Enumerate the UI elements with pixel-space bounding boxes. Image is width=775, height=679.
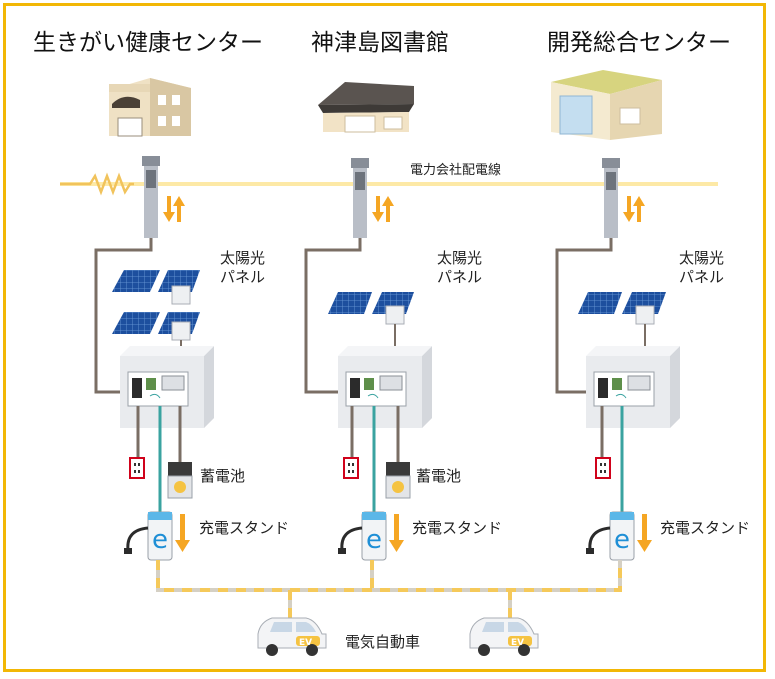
- solar-label-1-line2: パネル: [220, 268, 266, 286]
- pole-cables: [94, 238, 613, 394]
- solar-label-3-line1: 太陽光: [679, 249, 725, 267]
- battery-1-icon: [167, 462, 193, 499]
- control-box-3: [586, 346, 680, 428]
- ev-network-line: [156, 560, 622, 634]
- outlet-2: [343, 457, 359, 479]
- charger-label-2: 充電スタンド: [412, 519, 503, 537]
- ev-car-1-icon: [257, 617, 327, 656]
- library-building-icon: [318, 82, 414, 133]
- utility-pole-1: [142, 156, 160, 238]
- solar-panels-1: [112, 270, 200, 341]
- charger-2-icon: [338, 511, 387, 561]
- outlet-3: [595, 457, 611, 479]
- charger-label-3: 充電スタンド: [660, 519, 751, 537]
- charger-1-icon: [124, 511, 173, 561]
- ev-badge-2: EV: [511, 638, 524, 648]
- charger-2-letter: e: [366, 525, 382, 555]
- distribution-line: [60, 172, 718, 196]
- solar-label-1-line1: 太陽光: [220, 249, 266, 267]
- battery-2-icon: [385, 462, 411, 499]
- charger-arrows: [175, 514, 652, 552]
- outlet-1: [129, 457, 145, 479]
- health-center-building-icon: [109, 78, 191, 137]
- solar-label-3-line2: パネル: [679, 268, 725, 286]
- charger-1-letter: e: [152, 525, 168, 555]
- ev-label: 電気自動車: [345, 633, 421, 651]
- building-title-development-center: 開発総合センター: [547, 30, 731, 56]
- battery-label-2: 蓄電池: [416, 467, 462, 485]
- ev-badge-1: EV: [299, 638, 312, 648]
- solar-panels-3: [578, 292, 666, 325]
- charger-3-letter: e: [614, 525, 630, 555]
- control-box-1: [120, 346, 214, 428]
- building-title-library: 神津島図書館: [311, 30, 449, 56]
- diagram-frame: [3, 3, 766, 672]
- power-flow-arrows: [163, 196, 645, 222]
- charger-label-1: 充電スタンド: [199, 519, 290, 537]
- charger-3-icon: [586, 511, 635, 561]
- utility-pole-2: [351, 158, 369, 238]
- distribution-line-label: 電力会社配電線: [410, 163, 502, 178]
- utility-pole-3: [602, 158, 620, 238]
- solar-panels-2: [328, 292, 414, 325]
- ev-car-2-icon: [469, 617, 539, 656]
- building-title-health-center: 生きがい健康センター: [33, 30, 263, 56]
- development-center-building-icon: [551, 70, 662, 140]
- solar-label-2-line1: 太陽光: [437, 249, 483, 267]
- control-box-2: [338, 346, 432, 428]
- solar-label-2-line2: パネル: [437, 268, 483, 286]
- battery-label-1: 蓄電池: [200, 467, 246, 485]
